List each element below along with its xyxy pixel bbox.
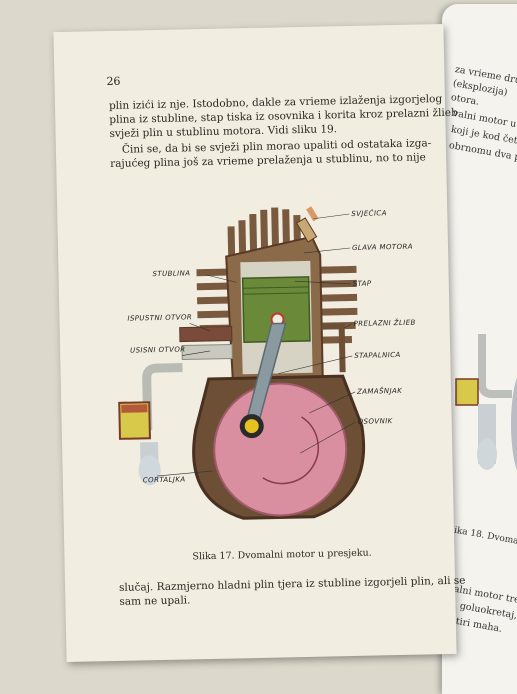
flywheel <box>213 382 348 517</box>
transfer-port <box>321 323 346 373</box>
book-page: 26 plin izići iz nje. Istodobno, dakle z… <box>53 23 466 663</box>
exhaust-port <box>179 325 233 343</box>
label-ispustni-otvor: ISPUSTNI OTVOR <box>127 313 192 322</box>
label-glava-motora: GLAVA MOTORA <box>352 243 413 252</box>
engine-cross-section-figure: SVJEĆICA GLAVA MOTORA STUBLINA STAP ISPU… <box>118 206 416 520</box>
label-stublina: STUBLINA <box>152 269 190 278</box>
next-page-caption: Slika 18. Dvomašni <box>444 524 517 550</box>
intake-port <box>181 343 233 361</box>
next-figure-fragment <box>455 334 517 471</box>
spark-plug-icon <box>295 206 319 243</box>
figure-caption: Slika 17. Dvomalni motor u presjeku. <box>192 547 372 563</box>
label-cortaljka: CORTALJKA <box>143 475 186 484</box>
tickler-bulb <box>138 455 161 486</box>
label-zamasnjak: ZAMAŠNJAK <box>356 386 403 396</box>
intake-pipe <box>142 363 183 431</box>
label-usisni-otvor: USISNI OTVOR <box>130 345 186 354</box>
label-svjecica: SVJEĆICA <box>351 208 387 218</box>
label-osovnik: OSOVNIK <box>358 417 394 426</box>
label-stapalnica: STAPALNICA <box>354 351 401 360</box>
label-prelazni-zlieb: PRELAZNI ŽLIEB <box>354 318 416 328</box>
page-number: 26 <box>106 74 121 89</box>
label-stap: STAP <box>353 280 372 288</box>
next-page-line: otora. <box>450 92 481 108</box>
